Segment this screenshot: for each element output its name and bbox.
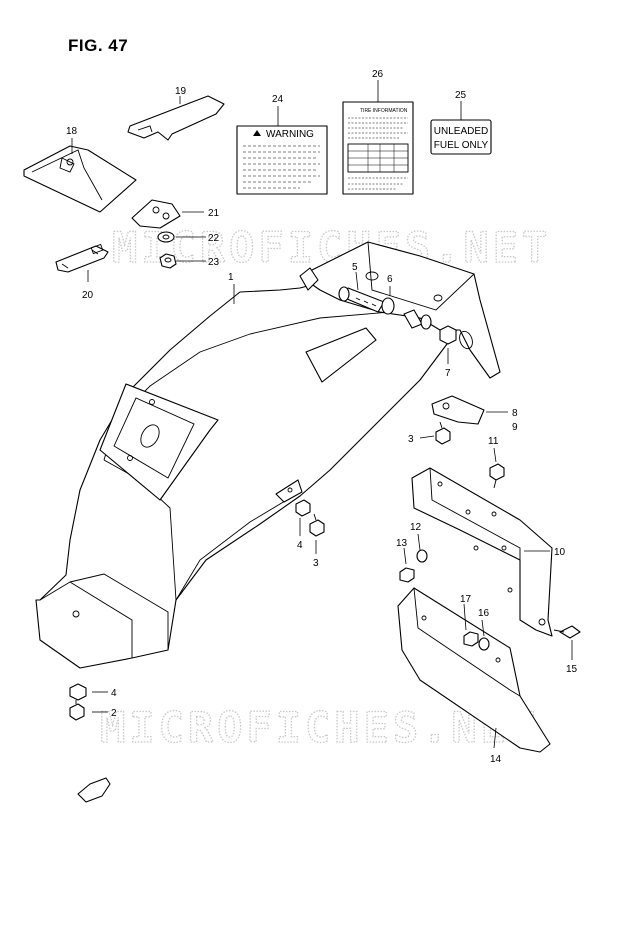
part-3-bolt-mid bbox=[309, 513, 325, 537]
part-6-collar bbox=[403, 309, 432, 330]
part-18-tool-bag bbox=[23, 145, 137, 213]
part-14-mud-flap bbox=[397, 587, 551, 753]
part-24-warning-label: WARNING bbox=[236, 125, 328, 195]
part-upper-bracket bbox=[299, 241, 501, 379]
callout-26: 26 bbox=[372, 69, 384, 80]
part-16-washer bbox=[478, 637, 490, 651]
callout-25: 25 bbox=[455, 90, 467, 101]
part-26-tire-info-label: TIRE INFORMATION bbox=[342, 101, 414, 195]
part-20-strap bbox=[55, 243, 109, 273]
part-8-9-clamp bbox=[431, 395, 485, 425]
tire-info-heading: TIRE INFORMATION bbox=[360, 108, 408, 114]
callout-6: 6 bbox=[387, 274, 393, 285]
callout-22: 22 bbox=[208, 233, 220, 244]
part-13-nut bbox=[399, 567, 415, 583]
part-23-nut bbox=[159, 253, 177, 269]
part-5-bolt bbox=[338, 286, 385, 313]
part-7-nut bbox=[439, 325, 457, 345]
callout-3-upper: 3 bbox=[408, 434, 414, 445]
part-21-bracket bbox=[131, 199, 181, 229]
leader-lines bbox=[71, 80, 573, 749]
callout-24: 24 bbox=[272, 94, 284, 105]
callout-20: 20 bbox=[82, 290, 94, 301]
part-12-washer bbox=[416, 549, 428, 563]
callout-3-mid: 3 bbox=[313, 558, 319, 569]
part-22-washer bbox=[157, 231, 175, 243]
callout-numbers: 1 2 3 3 4 4 5 6 7 8 9 10 11 12 13 14 15 … bbox=[66, 69, 578, 765]
part-19-spanner bbox=[127, 95, 225, 141]
callout-19: 19 bbox=[175, 86, 187, 97]
callout-8: 8 bbox=[512, 408, 518, 419]
callout-4-mid: 4 bbox=[297, 540, 303, 551]
callout-15: 15 bbox=[566, 664, 578, 675]
callout-1: 1 bbox=[228, 272, 234, 283]
callout-17: 17 bbox=[460, 594, 472, 605]
part-4-nut-lower bbox=[69, 683, 87, 701]
callout-7: 7 bbox=[445, 368, 451, 379]
part-3-bolt-upper bbox=[435, 421, 451, 445]
part-10-license-bracket bbox=[411, 467, 553, 637]
callout-4-lower: 4 bbox=[111, 688, 117, 699]
part-25-unleaded-label: UNLEADED FUEL ONLY bbox=[430, 119, 492, 155]
callout-5: 5 bbox=[352, 262, 358, 273]
part-4-nut-mid bbox=[295, 499, 311, 517]
callout-21: 21 bbox=[208, 208, 220, 219]
callout-18: 18 bbox=[66, 126, 78, 137]
callout-23: 23 bbox=[208, 257, 220, 268]
callout-12: 12 bbox=[410, 522, 422, 533]
part-15-screw bbox=[553, 625, 581, 639]
callout-2: 2 bbox=[111, 708, 117, 719]
part-1-rear-fender bbox=[35, 279, 471, 669]
unleaded-text-line2: FUEL ONLY bbox=[434, 140, 489, 151]
fwd-arrow-icon: FWD bbox=[77, 777, 111, 803]
figure-title: FIG. 47 bbox=[68, 36, 129, 55]
callout-14: 14 bbox=[490, 754, 502, 765]
unleaded-text-line1: UNLEADED bbox=[434, 126, 488, 137]
callout-9: 9 bbox=[512, 422, 518, 433]
warning-heading: WARNING bbox=[266, 129, 314, 140]
callout-13: 13 bbox=[396, 538, 408, 549]
part-17-nut bbox=[463, 631, 479, 647]
part-11-bolt bbox=[489, 463, 505, 489]
part-2-bolt-lower bbox=[69, 700, 85, 721]
callout-10: 10 bbox=[554, 547, 566, 558]
part-6-washer bbox=[381, 297, 395, 315]
callout-11: 11 bbox=[488, 436, 499, 447]
callout-16: 16 bbox=[478, 608, 490, 619]
watermark-bottom: MICROFICHES.NET bbox=[100, 703, 539, 752]
